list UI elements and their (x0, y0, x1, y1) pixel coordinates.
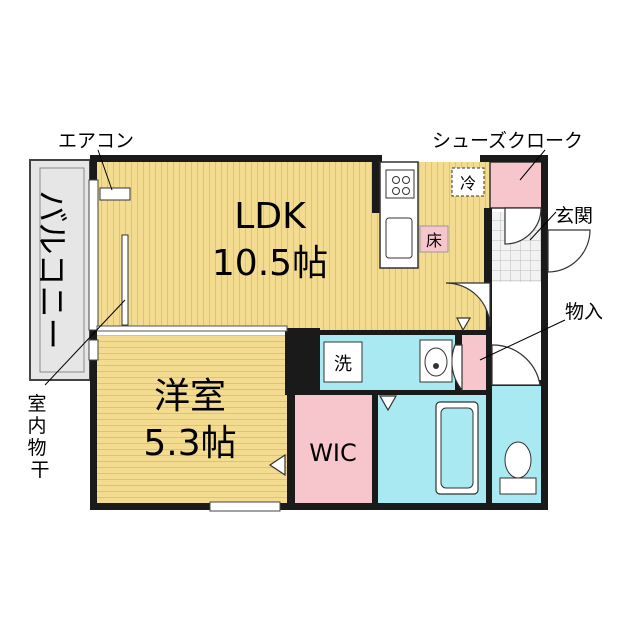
wic-room (293, 395, 373, 503)
washer-pan (323, 341, 363, 383)
storage-closet (462, 335, 490, 390)
kitchen-counter (379, 161, 419, 269)
sliding-partition (96, 325, 288, 332)
entrance-leader (529, 211, 557, 241)
shoe-cloak-label: シューズクローク (432, 130, 583, 152)
storage-leader (479, 319, 566, 361)
bathtub-inner (440, 407, 474, 489)
aircon-leader (97, 149, 113, 191)
western-floor (96, 335, 288, 503)
western-name: 洋室 (154, 376, 226, 417)
floor-storage-label: 床 (426, 231, 442, 250)
fridge-label: 冷 (460, 174, 476, 193)
indoor-drying-leader (44, 299, 126, 386)
toilet (499, 441, 537, 495)
windows (88, 179, 281, 512)
balcony (29, 159, 91, 381)
washbasin (419, 339, 453, 383)
doors (268, 207, 591, 477)
western-size: 5.3帖 (143, 423, 236, 464)
aircon-unit (99, 187, 131, 201)
aircon-label: エアコン (58, 130, 134, 152)
indoor-drying-label: 室 内 物 干 (27, 393, 52, 481)
ldk-name: LDK (234, 196, 307, 237)
shoe-cloak-area (489, 161, 545, 209)
balcony-label: バルコニー (33, 190, 71, 349)
wic-label: WIC (309, 439, 357, 467)
washer-label: 洗 (334, 354, 352, 375)
shoe-cloak-leader (519, 149, 546, 181)
entrance-label: 玄関 (555, 205, 593, 227)
floor-storage (419, 225, 449, 253)
indoor-drying-pole (121, 234, 129, 326)
fridge-space (451, 167, 485, 197)
storage-label: 物入 (565, 301, 603, 323)
ldk-size: 10.5帖 (212, 243, 328, 284)
